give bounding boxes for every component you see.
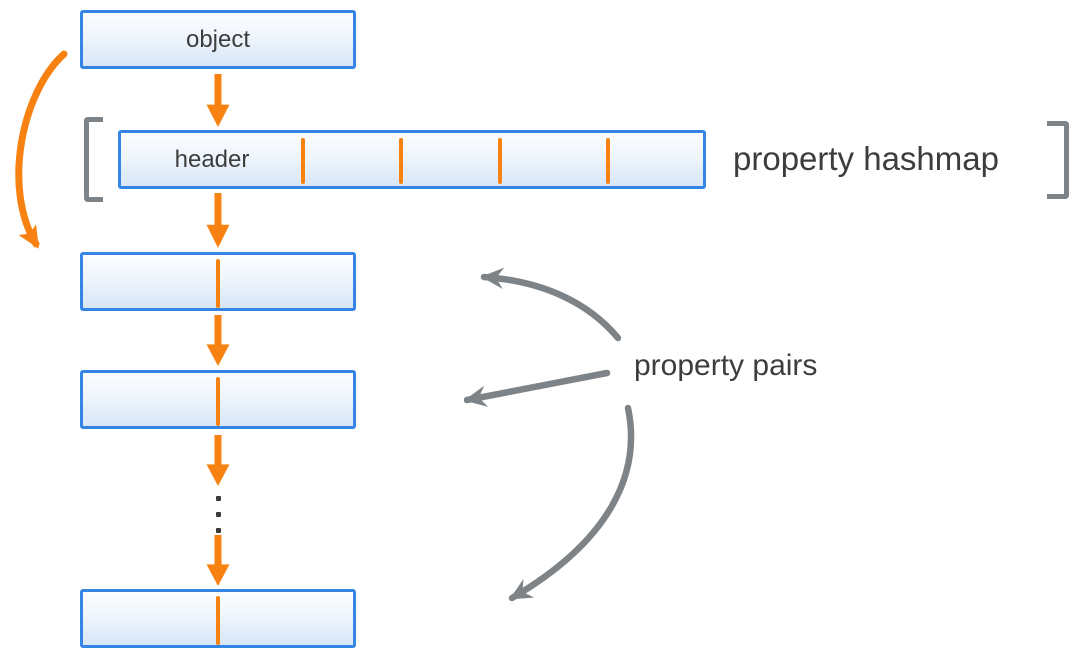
property-pairs-arrows-icon xyxy=(463,267,635,602)
curved-arrow-object-to-pairs-icon xyxy=(15,50,68,249)
ellipsis-dot xyxy=(216,512,221,517)
left-bracket-icon xyxy=(84,117,103,202)
property-pair-box xyxy=(80,589,356,648)
down-arrow-icon xyxy=(206,434,230,487)
down-arrow-icon xyxy=(206,314,230,367)
slot-divider xyxy=(498,138,502,184)
pair-divider xyxy=(216,377,220,426)
property-pair-box xyxy=(80,252,356,311)
property-hashmap-label: property hashmap xyxy=(733,140,999,177)
ellipsis-dots-icon xyxy=(216,496,221,533)
arrow-to-pair3 xyxy=(508,404,635,602)
arrow-to-pair2 xyxy=(463,369,611,407)
right-bracket-icon xyxy=(1047,121,1069,199)
down-arrow-icon xyxy=(206,74,230,127)
object-box-label: object xyxy=(185,25,251,53)
arrow-to-pair1 xyxy=(480,267,622,342)
slot-divider xyxy=(606,138,610,184)
down-arrow-icon xyxy=(206,193,230,248)
hashmap-header-box: header xyxy=(118,130,706,189)
header-box-label: header xyxy=(174,145,250,173)
ellipsis-dot xyxy=(216,528,221,533)
pair-divider xyxy=(216,259,220,308)
property-pair-box xyxy=(80,370,356,429)
ellipsis-dot xyxy=(216,496,221,501)
property-pairs-label: property pairs xyxy=(634,349,818,382)
slot-divider xyxy=(301,138,305,184)
slot-divider xyxy=(399,138,403,184)
down-arrow-icon xyxy=(206,534,230,587)
object-box: object xyxy=(80,10,356,69)
pair-divider xyxy=(216,596,220,645)
